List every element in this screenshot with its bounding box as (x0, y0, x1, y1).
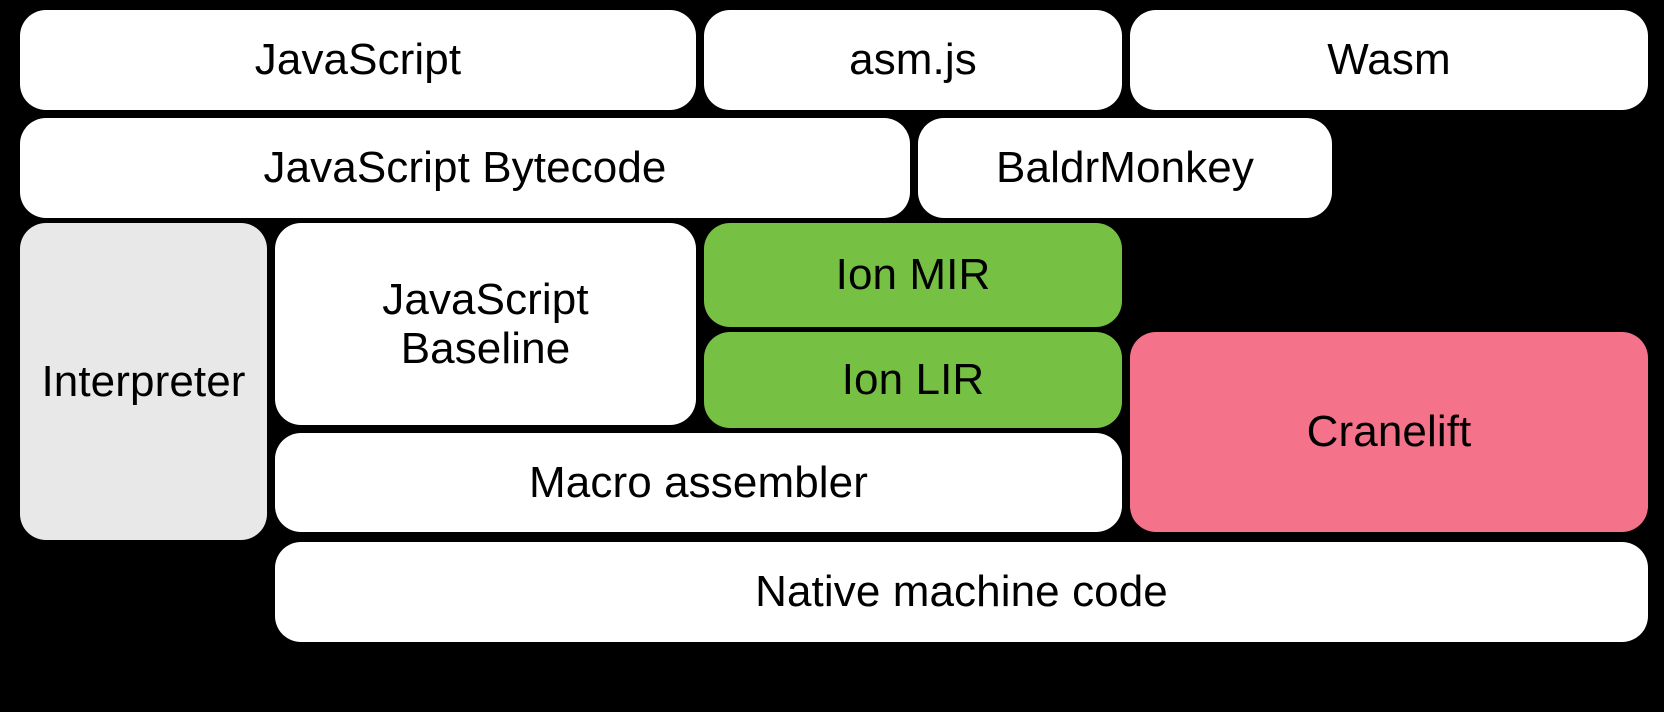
node-macro-assembler[interactable]: Macro assembler (275, 433, 1122, 532)
node-wasm[interactable]: Wasm (1130, 10, 1648, 110)
node-baldrmonkey[interactable]: BaldrMonkey (918, 118, 1332, 218)
node-label: Wasm (1327, 35, 1451, 85)
node-label: JavaScript (254, 35, 462, 85)
node-native-machine-code[interactable]: Native machine code (275, 542, 1648, 642)
node-label: Macro assembler (529, 457, 868, 507)
node-cranelift[interactable]: Cranelift (1130, 332, 1648, 532)
node-label: JavaScript Bytecode (263, 143, 667, 193)
node-label: BaldrMonkey (996, 143, 1254, 193)
node-asm-js[interactable]: asm.js (704, 10, 1122, 110)
node-label: asm.js (849, 35, 977, 85)
node-interpreter[interactable]: Interpreter (20, 223, 267, 540)
node-label: Cranelift (1306, 407, 1472, 457)
node-label: Ion LIR (841, 355, 985, 405)
node-ion-mir[interactable]: Ion MIR (704, 223, 1122, 327)
node-label: Interpreter (41, 356, 246, 406)
node-ion-lir[interactable]: Ion LIR (704, 332, 1122, 428)
node-javascript[interactable]: JavaScript (20, 10, 696, 110)
node-label: Ion MIR (835, 250, 991, 300)
node-label: JavaScript Baseline (382, 274, 589, 373)
node-label: Native machine code (755, 567, 1168, 617)
node-javascript-baseline[interactable]: JavaScript Baseline (275, 223, 696, 425)
node-javascript-bytecode[interactable]: JavaScript Bytecode (20, 118, 910, 218)
